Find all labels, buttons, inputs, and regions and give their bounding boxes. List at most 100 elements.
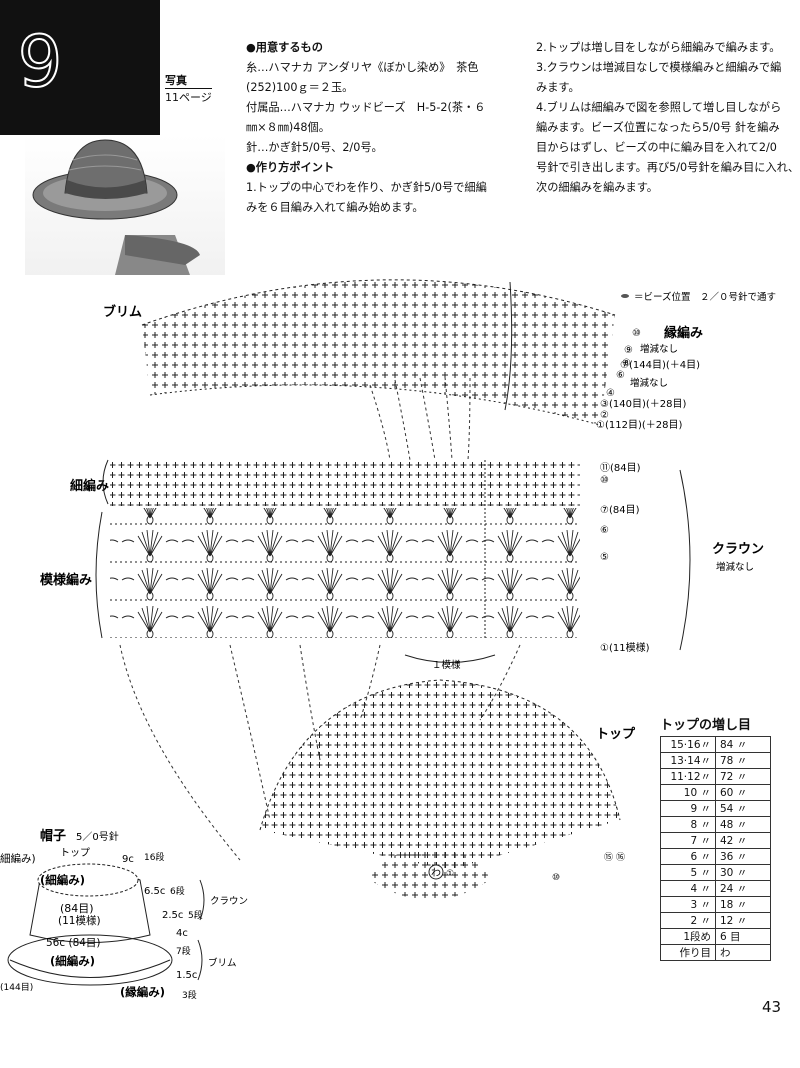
inc-row-count: 12 〃 bbox=[715, 912, 771, 929]
crown-row-label: ⑦(84目) bbox=[600, 505, 640, 516]
inc-table-title: トップの増し目 bbox=[660, 718, 752, 733]
materials-section: ●用意するもの 糸…ハマナカ アンダリヤ《ぼかし染め》 茶色 (252)100ｇ… bbox=[246, 38, 487, 218]
materials-line: 針…かぎ針5/0号、2/0号。 bbox=[246, 141, 383, 154]
inc-row-count: 42 〃 bbox=[715, 832, 771, 849]
crown-note: 増減なし bbox=[716, 561, 754, 573]
crown-row-label: ⑩ bbox=[600, 475, 609, 486]
svg-text:ブリム: ブリム bbox=[208, 957, 237, 969]
inc-row-count: 72 〃 bbox=[715, 768, 771, 785]
inc-row-label: 1段め bbox=[660, 928, 716, 945]
inc-table-row: 5 〃30 〃 bbox=[660, 864, 771, 881]
inc-row-label: 7 〃 bbox=[660, 832, 716, 849]
top-mark: ① bbox=[446, 869, 454, 879]
hat-brim-count: (144目) bbox=[0, 982, 33, 993]
inc-table-row: 13·14〃78 〃 bbox=[660, 752, 771, 769]
svg-text:クラウン: クラウン bbox=[210, 896, 248, 907]
inc-row-label: 3 〃 bbox=[660, 896, 716, 913]
points-header: ●作り方ポイント bbox=[246, 161, 335, 174]
svg-text:6.5c: 6.5c bbox=[144, 886, 165, 897]
step-line: みます。 bbox=[536, 81, 580, 94]
inc-row-label: 13·14〃 bbox=[660, 752, 716, 769]
svg-text:6段: 6段 bbox=[170, 885, 185, 897]
inc-table-row: 6 〃36 〃 bbox=[660, 848, 771, 865]
hat-sc-top: (細編み) bbox=[40, 873, 85, 887]
brim-row-label: ③(140目)(＋28目) bbox=[600, 399, 686, 410]
svg-text:4c: 4c bbox=[176, 928, 188, 939]
brim-row-labels: ⑩ ⑨ ⑧ ⑦(144目)(＋4目) ⑥ ⑤ ④ ③(140目)(＋28目) ②… bbox=[596, 328, 700, 431]
inc-table-row: 11·12〃72 〃 bbox=[660, 768, 771, 785]
brim-chart bbox=[141, 279, 616, 426]
inc-row-label: 9 〃 bbox=[660, 800, 716, 817]
crown-row-label: ⑥ bbox=[600, 525, 609, 536]
inc-row-count: わ bbox=[715, 944, 771, 961]
bead-icon bbox=[621, 294, 629, 298]
materials-header: ●用意するもの bbox=[246, 41, 323, 54]
inc-row-count: 60 〃 bbox=[715, 784, 771, 801]
crown-title: クラウン bbox=[712, 542, 764, 557]
top-center-ring: わ bbox=[431, 867, 441, 879]
crown-connectors bbox=[119, 644, 521, 861]
hat-photo bbox=[25, 135, 225, 275]
inc-row-count: 18 〃 bbox=[715, 896, 771, 913]
hat-left-cut: 細編み) bbox=[0, 852, 36, 865]
materials-line: 付属品…ハマナカ ウッドビーズ H-5-2(茶・６ bbox=[246, 101, 486, 114]
materials-line: (252)100ｇ＝２玉。 bbox=[246, 81, 354, 94]
inc-table-row: 3 〃18 〃 bbox=[660, 896, 771, 913]
crown-pattern-band bbox=[110, 508, 580, 638]
hat-needle: 5／0号針 bbox=[76, 830, 119, 843]
inc-row-label: 作り目 bbox=[660, 944, 716, 961]
inc-row-count: 30 〃 bbox=[715, 864, 771, 881]
brim-row-label: ⑩ bbox=[632, 328, 641, 339]
crochet-chart: ブリム ＝ビーズ位置 ２／０号針で通す 縁編み ⑩ ⑨ ⑧ ⑦(144目)(＋4… bbox=[40, 279, 776, 900]
inc-row-label: 10 〃 bbox=[660, 784, 716, 801]
top-mark: ⑩ bbox=[552, 873, 560, 883]
brim-row-label: ⑨ bbox=[624, 345, 633, 356]
hat-edge: (縁編み) bbox=[120, 985, 165, 999]
brim-row-label: ④ bbox=[606, 388, 615, 399]
step-line: 号針で引き出します。再び5/0号針を編み目に入れ、 bbox=[536, 161, 800, 174]
inc-table-row: 8 〃48 〃 bbox=[660, 816, 771, 833]
step-line: 次の細編みを編みます。 bbox=[536, 181, 658, 194]
hat-pattern-count: (11模様) bbox=[58, 914, 101, 927]
materials-line: 糸…ハマナカ アンダリヤ《ぼかし染め》 茶色 bbox=[246, 61, 479, 74]
svg-text:2.5c: 2.5c bbox=[162, 910, 183, 921]
inc-row-label: 4 〃 bbox=[660, 880, 716, 897]
svg-text:5段: 5段 bbox=[188, 909, 203, 921]
no-change-label: 増減なし bbox=[630, 377, 668, 389]
svg-text:9c: 9c bbox=[122, 854, 134, 865]
brim-row-label: ② bbox=[600, 410, 609, 421]
inc-row-count: 84 〃 bbox=[715, 736, 771, 753]
points-line: 1.トップの中心でわを作り、かぎ針5/0号で細編 bbox=[246, 181, 487, 194]
hat-title: 帽子 bbox=[40, 828, 66, 844]
step-line: 4.ブリムは細編みで図を参照して増し目しながら bbox=[536, 101, 782, 114]
inc-row-label: 5 〃 bbox=[660, 864, 716, 881]
hat-count-84: (84目) bbox=[60, 902, 94, 915]
no-change-label: 増減なし bbox=[640, 343, 678, 355]
materials-line: ㎜×８㎜)48個。 bbox=[246, 121, 330, 134]
step-line: 編みます。ビーズ位置になったら5/0号 針を編み bbox=[536, 121, 780, 134]
inc-table-row: 9 〃54 〃 bbox=[660, 800, 771, 817]
inc-row-count: 54 〃 bbox=[715, 800, 771, 817]
pattern-title: 模様編み bbox=[40, 572, 92, 588]
svg-text:3段: 3段 bbox=[182, 989, 197, 1001]
pattern-number-block bbox=[0, 0, 160, 135]
top-mark: ⑮ bbox=[604, 852, 613, 863]
crown-row-label: ⑤ bbox=[600, 552, 609, 563]
brim-row-label: ⑥ bbox=[616, 370, 625, 381]
svg-text:16段: 16段 bbox=[144, 851, 164, 863]
bead-legend: ＝ビーズ位置 ２／０号針で通す bbox=[621, 291, 776, 303]
crown-row-labels: ⑪(84目) ⑩ ⑨ ⑧ ⑦(84目) ⑥ ⑤ ①(11模様) bbox=[600, 462, 650, 654]
repeat-label: １模様 bbox=[432, 659, 461, 671]
svg-text:1.5c: 1.5c bbox=[176, 970, 197, 981]
inc-row-count: 36 〃 bbox=[715, 848, 771, 865]
top-mark: ⑯ bbox=[616, 852, 625, 863]
hat-sc-brim: (細編み) bbox=[50, 954, 95, 968]
sc-title: 細編み bbox=[70, 478, 109, 494]
svg-text:＝ビーズ位置 ２／０号針で通す: ＝ビーズ位置 ２／０号針で通す bbox=[634, 291, 776, 303]
inc-row-count: 48 〃 bbox=[715, 816, 771, 833]
brim-row-label: ⑦(144目)(＋4目) bbox=[620, 360, 700, 371]
inc-row-count: 24 〃 bbox=[715, 880, 771, 897]
photo-label: 写真 bbox=[165, 72, 205, 89]
photo-page-ref: 11ページ bbox=[165, 88, 212, 105]
brim-connectors bbox=[369, 376, 471, 461]
